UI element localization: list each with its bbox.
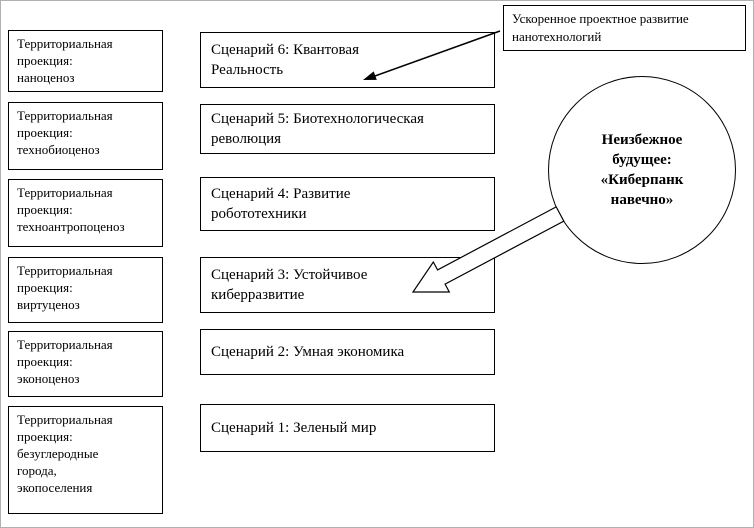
scenario-box-4: Сценарий 4: Развитие робототехники	[200, 177, 495, 231]
projection-box-econocenosis: Территориальная проекция: эконоценоз	[8, 331, 163, 397]
scenario-box-5: Сценарий 5: Биотехнологическая революция	[200, 104, 495, 154]
callout-nanotech-box: Ускоренное проектное развитие нанотехнол…	[503, 5, 746, 51]
scenario-box-2: Сценарий 2: Умная экономика	[200, 329, 495, 375]
scenario-box-6: Сценарий 6: Квантовая Реальность	[200, 32, 495, 88]
projection-box-virtucenosis: Территориальная проекция: виртуценоз	[8, 257, 163, 323]
projection-box-technobiocenosis: Территориальная проекция: технобиоценоз	[8, 102, 163, 170]
projection-box-carbon-free: Территориальная проекция: безуглеродные …	[8, 406, 163, 514]
inevitable-future-circle: Неизбежное будущее: «Киберпанк навечно»	[548, 76, 736, 264]
projection-box-nanocenosis: Территориальная проекция: наноценоз	[8, 30, 163, 92]
projection-box-technoanthropocenosis: Территориальная проекция: техноантропоце…	[8, 179, 163, 247]
scenario-box-3: Сценарий 3: Устойчивое киберразвитие	[200, 257, 495, 313]
scenario-box-1: Сценарий 1: Зеленый мир	[200, 404, 495, 452]
scenario-3-label: Сценарий 3: Устойчивое киберразвитие	[211, 266, 368, 303]
scenario-5-label: Сценарий 5: Биотехнологическая революция	[211, 110, 424, 147]
scenario-2-label: Сценарий 2: Умная экономика	[211, 343, 405, 360]
scenario-4-label: Сценарий 4: Развитие робототехники	[211, 185, 351, 222]
scenario-6-label: Сценарий 6: Квантовая Реальность	[211, 41, 359, 78]
scenario-1-label: Сценарий 1: Зеленый мир	[211, 419, 377, 436]
